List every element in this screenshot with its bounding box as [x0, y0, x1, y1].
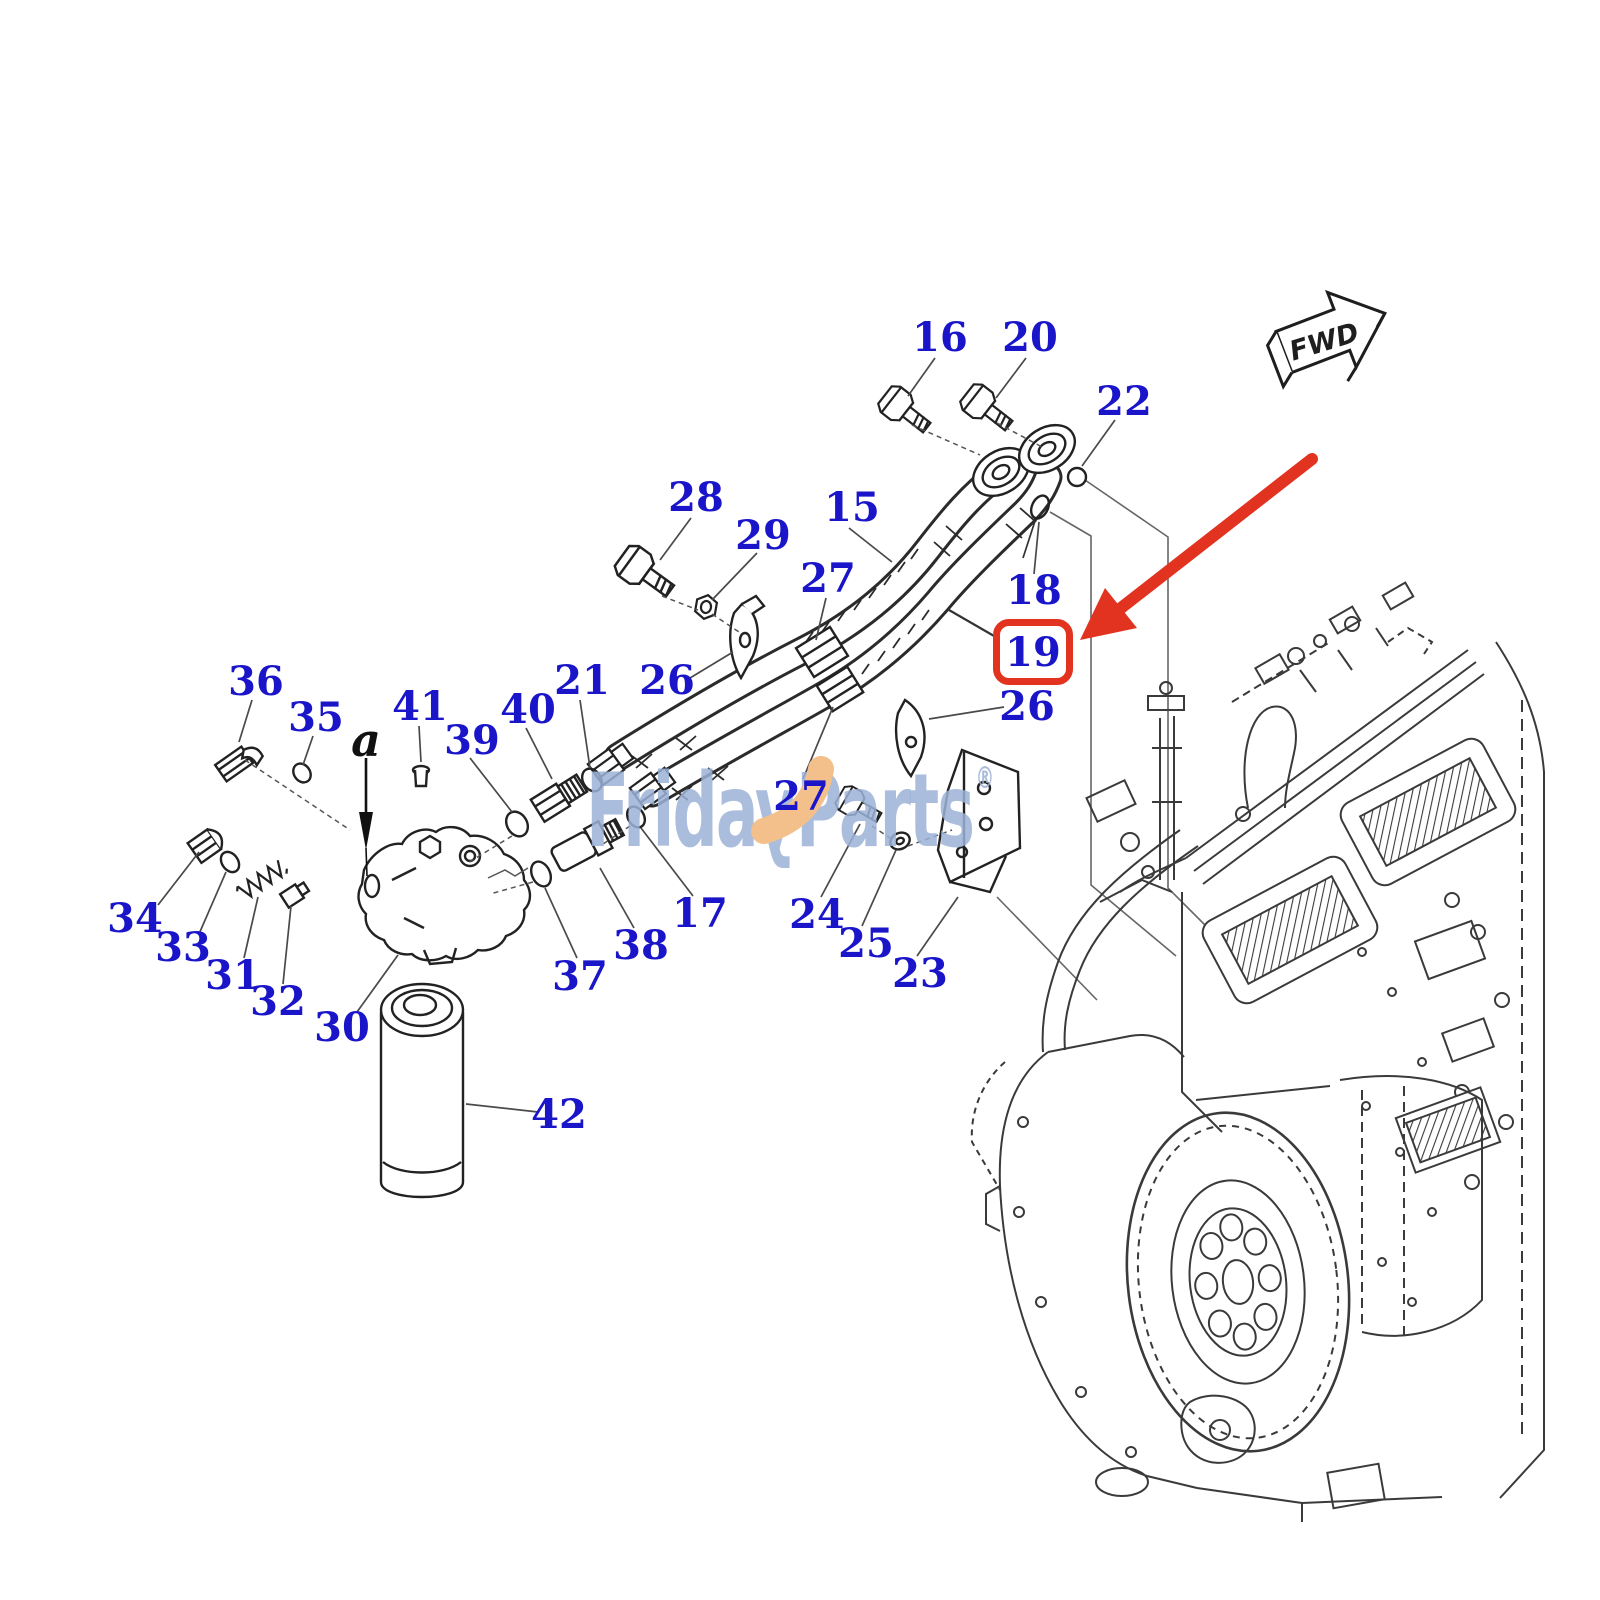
watermark-text-left: Frida	[586, 752, 759, 871]
leader-lines	[157, 357, 1116, 1113]
small-parts	[185, 379, 1088, 1199]
assembly-axis-lines	[244, 422, 1045, 895]
hose-end-fitting	[628, 766, 677, 811]
filter-cartridge-42	[379, 982, 465, 1199]
highlight-box-19	[993, 619, 1073, 685]
filter-head-30	[357, 825, 532, 966]
bracket-26-right	[894, 698, 926, 779]
bracket-26-left	[729, 594, 766, 681]
watermark-letter-y: y	[756, 752, 797, 871]
detail-arrow-a	[359, 758, 373, 877]
clamp-27	[815, 665, 865, 713]
hose-assembly	[586, 459, 1063, 811]
brand-watermark: FridayParts®	[586, 752, 995, 871]
valve-38	[550, 817, 626, 872]
nipple-fitting-40	[529, 773, 589, 824]
spring-31	[236, 859, 288, 900]
registered-trademark-icon: ®	[975, 761, 995, 796]
fwd-arrow: FWD	[1265, 289, 1387, 390]
elbow-fitting-36	[213, 744, 265, 784]
hose-flanges	[972, 423, 1076, 498]
hose-end-fitting	[586, 742, 635, 787]
plug-32	[278, 880, 311, 910]
plug-41	[411, 764, 431, 788]
engine-line-art	[970, 581, 1545, 1522]
watermark-text-right: Parts	[796, 752, 975, 871]
clamp-27	[794, 625, 850, 679]
bracket-23	[936, 748, 1022, 894]
flywheel	[1125, 1111, 1351, 1453]
